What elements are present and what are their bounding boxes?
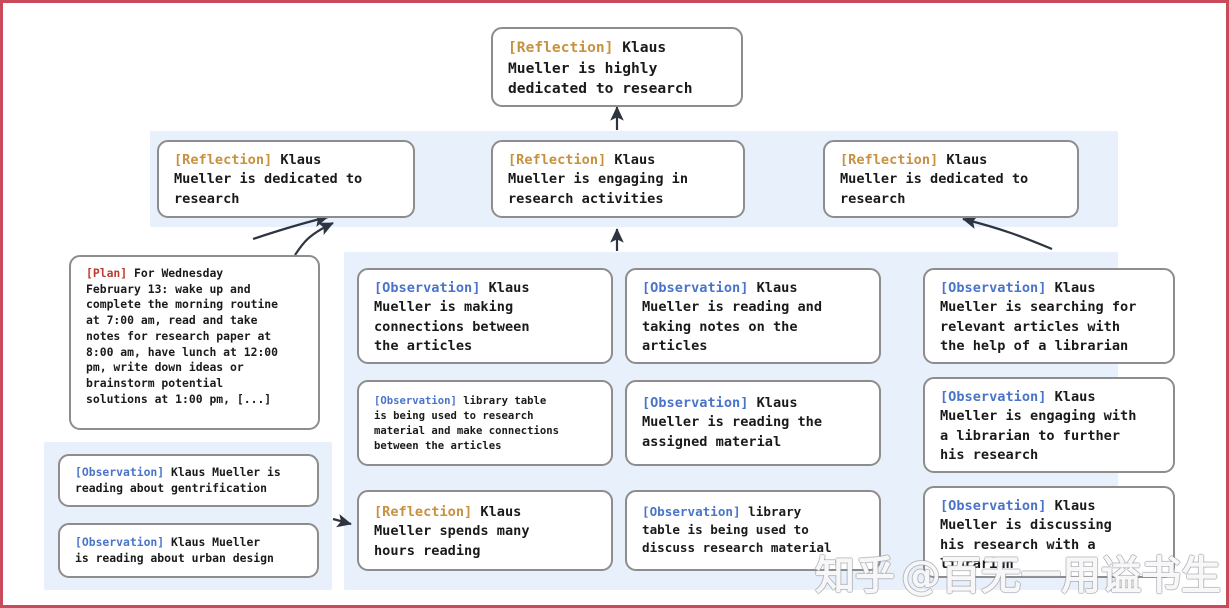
node-column-b-2-text: Klaus Mueller is reading the assigned ma…	[642, 395, 823, 450]
node-column-a-3-text: Klaus Mueller spends many hours reading	[374, 504, 530, 559]
arrow-plan-to-left-reflection	[294, 222, 334, 256]
node-left-observation-2-text: Klaus Mueller is reading about urban des…	[75, 535, 274, 566]
tag-reflection: [Reflection]	[508, 39, 614, 56]
node-reflection-right-text: Klaus Mueller is dedicated to research	[840, 152, 1029, 207]
tag-reflection: [Reflection]	[508, 152, 607, 168]
node-column-c-3[interactable]: [Observation] Klaus Mueller is discussin…	[923, 486, 1175, 578]
tag-observation: [Observation]	[940, 280, 1047, 296]
node-column-b-3-text: library table is being used to discuss r…	[642, 504, 832, 555]
node-column-c-2-text: Klaus Mueller is engaging with a librari…	[940, 389, 1137, 463]
node-column-b-1[interactable]: [Observation] Klaus Mueller is reading a…	[625, 268, 881, 364]
node-plan-text: For Wednesday February 13: wake up and c…	[86, 266, 279, 406]
node-column-b-1-text: Klaus Mueller is reading and taking note…	[642, 280, 823, 354]
node-reflection-middle[interactable]: [Reflection] Klaus Mueller is engaging i…	[491, 140, 745, 218]
node-root-reflection[interactable]: [Reflection] Klaus Mueller is highly ded…	[491, 27, 743, 107]
node-column-a-2[interactable]: [Observation] library table is being use…	[357, 380, 613, 466]
node-reflection-left[interactable]: [Reflection] Klaus Mueller is dedicated …	[157, 140, 415, 218]
node-column-b-3[interactable]: [Observation] library table is being use…	[625, 490, 881, 571]
node-left-observation-1-text: Klaus Mueller is reading about gentrific…	[75, 465, 281, 496]
tag-reflection: [Reflection]	[374, 504, 473, 520]
node-root-reflection-text: Klaus Mueller is highly dedicated to res…	[508, 39, 693, 98]
tag-reflection: [Reflection]	[840, 152, 939, 168]
node-column-b-2[interactable]: [Observation] Klaus Mueller is reading t…	[625, 380, 881, 466]
node-plan[interactable]: [Plan] For Wednesday February 13: wake u…	[69, 255, 320, 430]
tag-observation: [Observation]	[940, 498, 1047, 514]
tag-observation: [Observation]	[940, 389, 1047, 405]
node-left-observation-1[interactable]: [Observation] Klaus Mueller is reading a…	[58, 454, 319, 507]
node-left-observation-2[interactable]: [Observation] Klaus Mueller is reading a…	[58, 523, 319, 578]
tag-observation: [Observation]	[75, 465, 165, 479]
tag-plan: [Plan]	[86, 266, 128, 280]
node-column-c-1[interactable]: [Observation] Klaus Mueller is searching…	[923, 268, 1175, 364]
node-column-a-1[interactable]: [Observation] Klaus Mueller is making co…	[357, 268, 613, 364]
tag-observation: [Observation]	[642, 280, 749, 296]
node-reflection-left-text: Klaus Mueller is dedicated to research	[174, 152, 363, 207]
tag-observation: [Observation]	[75, 535, 165, 549]
tag-observation: [Observation]	[374, 395, 457, 407]
tag-reflection: [Reflection]	[174, 152, 273, 168]
node-reflection-right[interactable]: [Reflection] Klaus Mueller is dedicated …	[823, 140, 1079, 218]
tag-observation: [Observation]	[642, 504, 741, 519]
node-column-a-3[interactable]: [Reflection] Klaus Mueller spends many h…	[357, 490, 613, 571]
node-column-a-1-text: Klaus Mueller is making connections betw…	[374, 280, 530, 354]
tag-observation: [Observation]	[642, 395, 749, 411]
node-column-c-3-text: Klaus Mueller is discussing his research…	[940, 498, 1112, 572]
tag-observation: [Observation]	[374, 280, 481, 296]
node-reflection-middle-text: Klaus Mueller is engaging in research ac…	[508, 152, 689, 207]
node-column-a-2-text: library table is being used to research …	[374, 395, 559, 453]
node-column-c-2[interactable]: [Observation] Klaus Mueller is engaging …	[923, 377, 1175, 473]
node-column-c-1-text: Klaus Mueller is searching for relevant …	[940, 280, 1137, 354]
